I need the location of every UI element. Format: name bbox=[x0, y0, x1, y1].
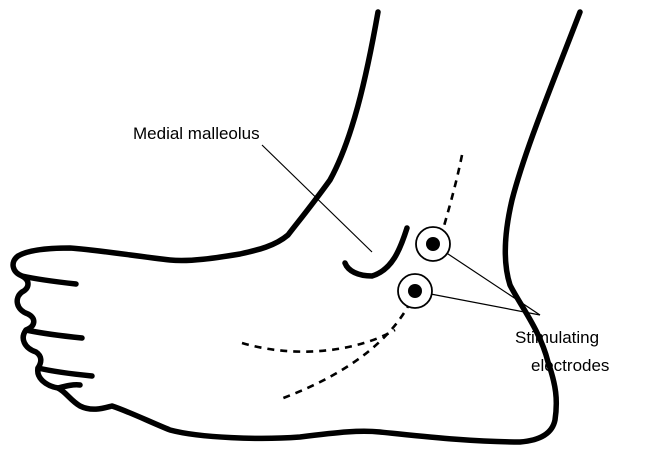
nerve-path-lower bbox=[278, 290, 416, 400]
malleolus-leader-line bbox=[262, 145, 372, 252]
toe-crease-2 bbox=[26, 330, 82, 338]
toe-crease-3 bbox=[38, 368, 92, 376]
toe-crease-4 bbox=[58, 385, 80, 388]
foot-outline-icon bbox=[13, 12, 580, 442]
electrode-icon-upper bbox=[416, 227, 450, 261]
electrode-icon-lower bbox=[398, 274, 432, 308]
nerve-path-upper bbox=[440, 155, 462, 240]
medial-malleolus-label: Medial malleolus bbox=[133, 124, 260, 143]
stimulating-label-line1: Stimulating bbox=[515, 328, 599, 347]
stimulating-label-line2: electrodes bbox=[531, 356, 609, 375]
nerve-branch bbox=[242, 330, 395, 352]
